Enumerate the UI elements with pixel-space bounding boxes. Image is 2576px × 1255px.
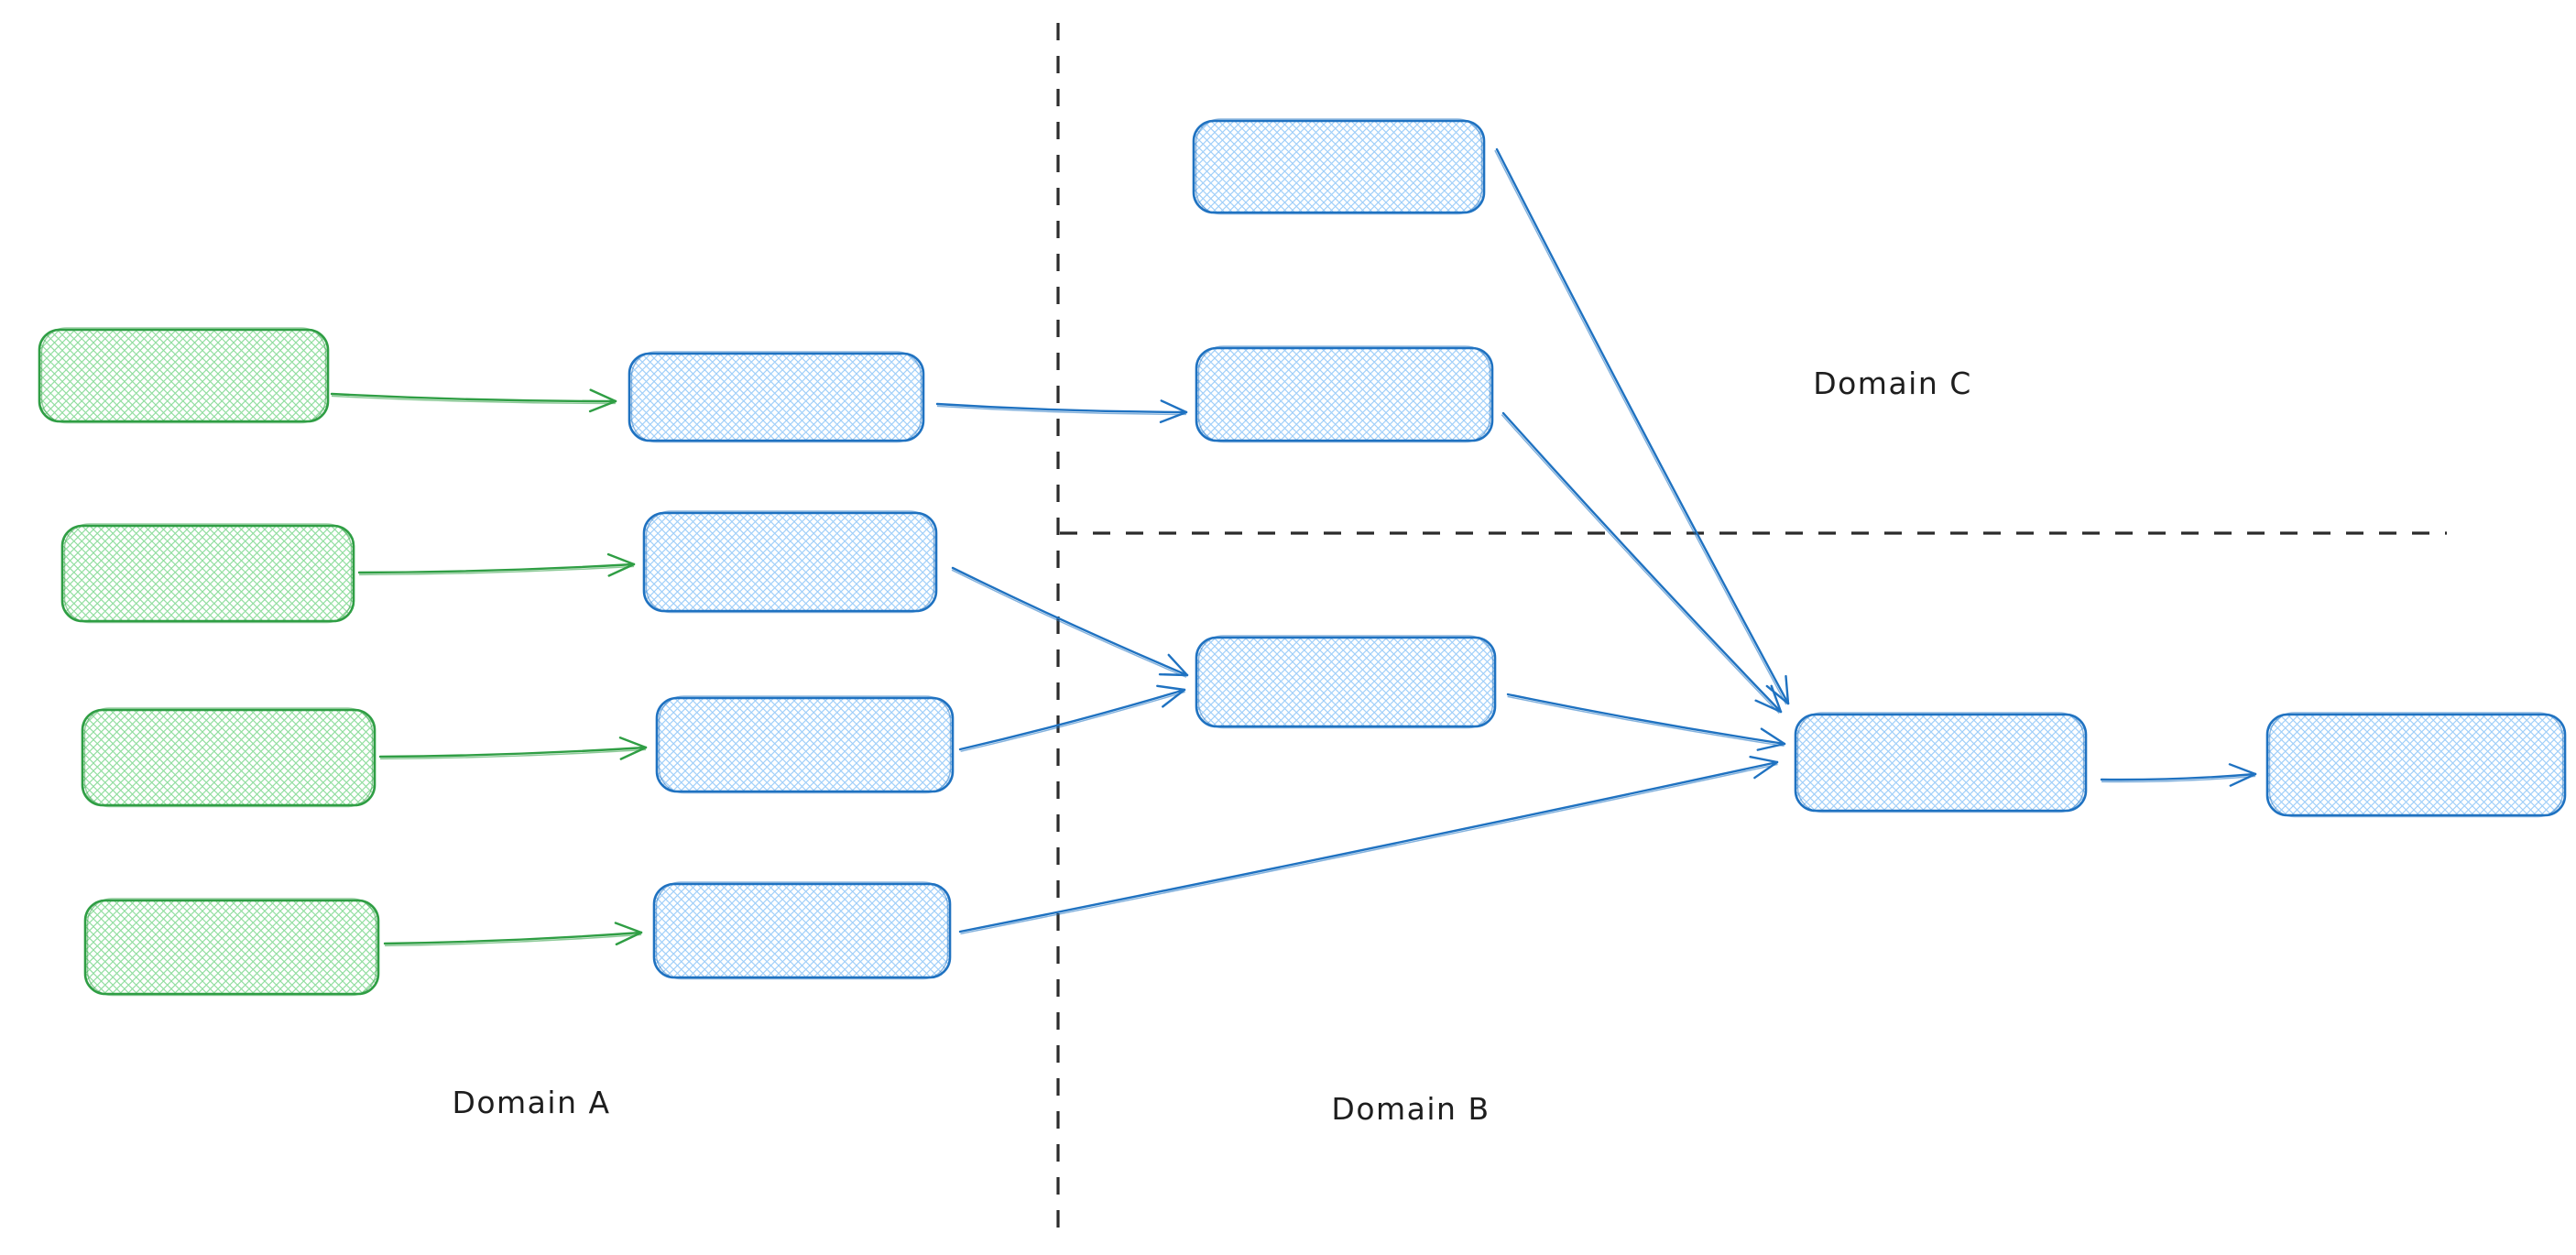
green-box-2 — [60, 523, 355, 624]
arrow-a2-blow — [951, 566, 1189, 678]
green-box-1 — [38, 327, 330, 424]
blue-box-end — [2265, 712, 2567, 818]
arrow-a4-hub — [958, 755, 1779, 935]
blue-box-b-low — [1195, 635, 1497, 729]
blue-box-a1 — [628, 351, 925, 443]
blue-box-a4 — [652, 881, 952, 980]
arrow-green-2 — [357, 552, 636, 577]
label-domain-c: Domain C — [1813, 366, 1972, 401]
arrow-a1-bmid — [935, 399, 1188, 423]
arrow-blow-hub — [1506, 693, 1786, 751]
arrow-green-4 — [383, 922, 643, 947]
arrow-a3-blow — [958, 684, 1186, 753]
label-domain-b: Domain B — [1331, 1091, 1490, 1127]
green-box-3 — [81, 707, 377, 808]
green-box-4 — [83, 898, 380, 997]
blue-box-b-top — [1192, 118, 1486, 215]
blue-box-a3 — [655, 695, 955, 794]
arrow-bmid-hub — [1501, 411, 1783, 715]
blue-box-b-mid — [1195, 345, 1494, 443]
arrow-hub-end — [2100, 763, 2257, 787]
arrow-green-3 — [378, 737, 648, 760]
arrow-btop-hub — [1494, 147, 1790, 705]
arrow-green-1 — [330, 388, 617, 413]
label-domain-a: Domain A — [452, 1085, 610, 1120]
blue-box-hub — [1794, 712, 2088, 813]
blue-box-a2 — [642, 510, 938, 614]
